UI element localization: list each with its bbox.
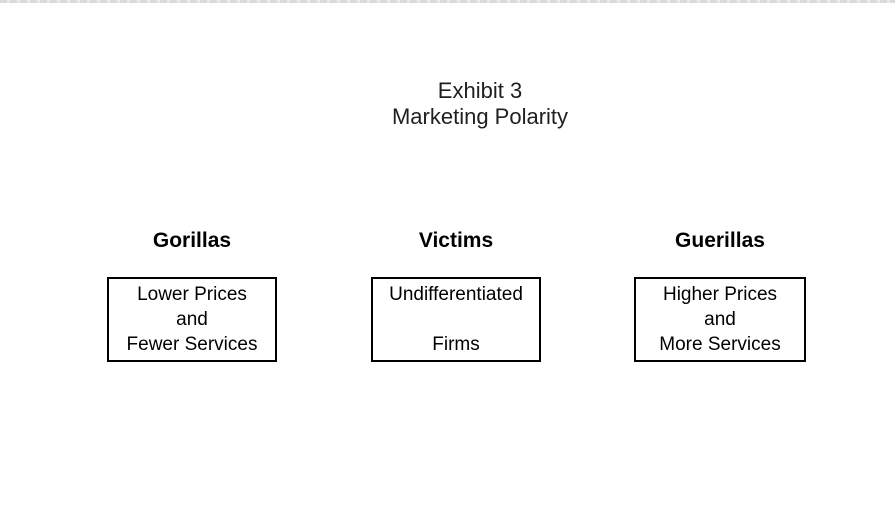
box-line: Undifferentiated [389, 284, 523, 305]
box-line: Fewer Services [126, 334, 258, 355]
box-line: Lower Prices [137, 284, 247, 305]
box-victims: Undifferentiated Firms [371, 277, 541, 362]
box-line [373, 307, 539, 332]
exhibit-title-line1: Exhibit 3 [437, 78, 523, 103]
box-guerillas: Higher Prices and More Services [634, 277, 806, 362]
column-victims: Victims Undifferentiated Firms [371, 229, 541, 362]
box-line: Firms [432, 334, 480, 355]
column-gorillas: Gorillas Lower Prices and Fewer Services [107, 229, 277, 362]
box-line: and [704, 309, 736, 330]
box-line: and [176, 309, 208, 330]
page-top-edge [0, 0, 895, 3]
exhibit-title: Exhibit 3 Marketing Polarity [392, 78, 568, 130]
column-guerillas: Guerillas Higher Prices and More Service… [634, 229, 806, 362]
exhibit-title-line2: Marketing Polarity [391, 104, 569, 129]
column-header-guerillas: Guerillas [675, 229, 765, 252]
box-gorillas: Lower Prices and Fewer Services [107, 277, 277, 362]
box-line: Higher Prices [662, 284, 778, 305]
column-header-victims: Victims [418, 229, 494, 252]
box-line: More Services [659, 334, 781, 355]
column-header-gorillas: Gorillas [152, 229, 232, 252]
